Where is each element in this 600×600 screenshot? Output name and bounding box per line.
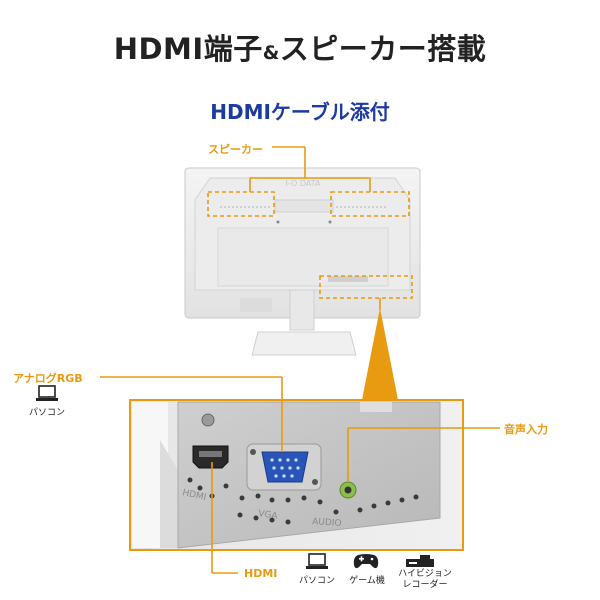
hdmi-label: HDMI (244, 567, 278, 580)
recorder-caption-line1: ハイビジョン (398, 569, 452, 579)
hdmi-leader (211, 462, 238, 574)
port-label-audio: AUDIO (312, 517, 342, 529)
speaker-callout (207, 146, 413, 299)
analog-pc-caption: パソコン (28, 408, 65, 418)
monitor-back (184, 167, 421, 356)
title-ampersand: & (262, 42, 280, 64)
laptop-icon (306, 553, 328, 569)
monitor-logo: I-O DATA (286, 179, 321, 188)
recorder-caption-line2: レコーダー (402, 580, 448, 590)
analog-leader (100, 376, 283, 452)
port-label-vga: VGA (258, 509, 279, 522)
game-caption: ゲーム機 (349, 576, 385, 586)
laptop-icon (36, 385, 58, 401)
gamepad-icon (353, 554, 379, 569)
port-label-hdmi: HDMI (181, 488, 207, 503)
recorder-caption: ハイビジョンレコーダー (393, 569, 457, 591)
subtitle: HDMIケーブル添付 (210, 100, 390, 124)
recorder-icon (406, 555, 434, 567)
analog-rgb-label: アナログRGB (13, 372, 83, 385)
speaker-label: スピーカー (208, 143, 263, 156)
page-title: HDMI端子&スピーカー搭載 (0, 26, 600, 68)
audio-input-label: 音声入力 (504, 423, 548, 436)
title-part-speaker: スピーカー搭載 (279, 32, 487, 66)
port-closeup: HDMI VGA AUDIO (129, 399, 464, 551)
title-part-hdmi: HDMI端子 (113, 32, 263, 66)
zoom-pointer (362, 308, 398, 400)
audio-leader (347, 427, 500, 482)
pc-caption: パソコン (298, 576, 335, 586)
